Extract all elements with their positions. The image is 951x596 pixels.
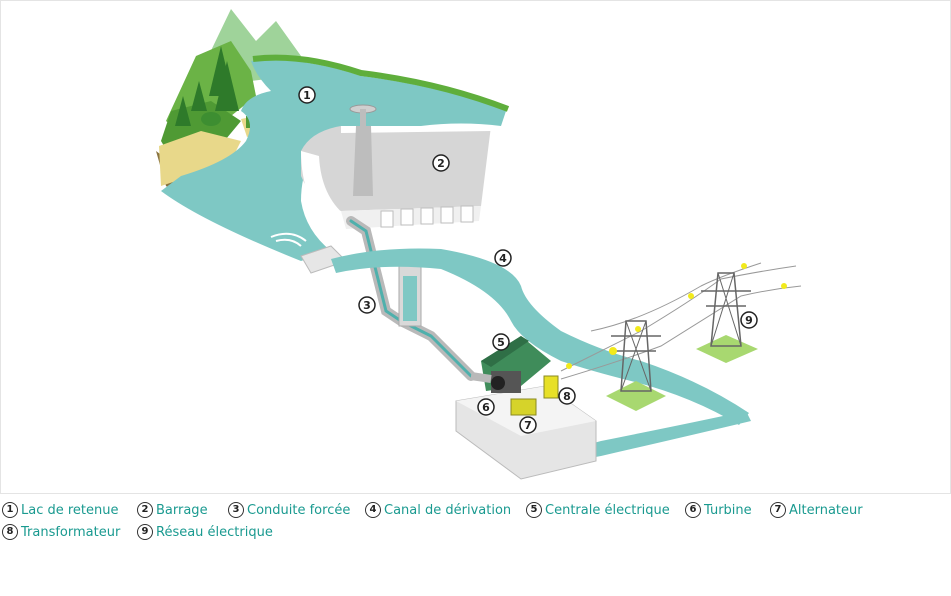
legend-item-centrale: 5 Centrale électrique [526,502,670,518]
legend-label: Barrage [156,502,208,518]
pylon-2 [696,272,758,363]
legend-label: Alternateur [789,502,863,518]
legend-label: Réseau électrique [156,524,273,540]
marker-4: 4 [494,249,512,267]
legend: 1 Lac de retenue 2 Barrage 3 Conduite fo… [2,502,942,546]
marker-2: 2 [432,154,450,172]
dam [301,104,491,229]
legend-row-1: 1 Lac de retenue 2 Barrage 3 Conduite fo… [2,502,942,524]
legend-label: Conduite forcée [247,502,351,518]
legend-item-turbine: 6 Turbine [685,502,752,518]
marker-3: 3 [358,296,376,314]
legend-label: Centrale électrique [545,502,670,518]
legend-item-transformateur: 8 Transformateur [2,524,120,540]
legend-item-barrage: 2 Barrage [137,502,208,518]
svg-text:4: 4 [499,252,507,265]
svg-text:7: 7 [524,419,532,432]
legend-item-reseau: 9 Réseau électrique [137,524,273,540]
legend-item-alternateur: 7 Alternateur [770,502,863,518]
legend-item-canal: 4 Canal de dérivation [365,502,511,518]
legend-number: 6 [685,502,701,518]
svg-text:3: 3 [363,299,371,312]
legend-number: 8 [2,524,18,540]
marker-1: 1 [298,86,316,104]
diversion-canal [331,248,749,425]
legend-number: 9 [137,524,153,540]
svg-text:6: 6 [482,401,490,414]
legend-number: 3 [228,502,244,518]
legend-item-conduite: 3 Conduite forcée [228,502,350,518]
diagram-frame: 1 2 3 4 5 6 7 8 [0,0,951,494]
legend-number: 7 [770,502,786,518]
svg-text:9: 9 [745,314,753,327]
hydro-plant-illustration: 1 2 3 4 5 6 7 8 [156,9,802,480]
legend-number: 4 [365,502,381,518]
marker-9: 9 [740,311,758,329]
legend-number: 2 [137,502,153,518]
svg-text:1: 1 [303,89,311,102]
marker-5: 5 [492,333,510,351]
marker-7: 7 [519,416,537,434]
spillway [270,232,347,274]
svg-text:2: 2 [437,157,445,170]
legend-label: Turbine [704,502,752,518]
pylon-1 [606,320,666,411]
svg-text:8: 8 [563,390,571,403]
marker-6: 6 [477,398,495,416]
surge-tank [398,257,422,327]
legend-number: 1 [2,502,18,518]
legend-label: Lac de retenue [21,502,119,518]
legend-label: Canal de dérivation [384,502,512,518]
marker-8: 8 [558,387,576,405]
legend-number: 5 [526,502,542,518]
power-lines [560,262,802,380]
reservoir-lake [161,60,506,261]
svg-text:5: 5 [497,336,505,349]
legend-item-lac: 1 Lac de retenue [2,502,119,518]
sparks [566,263,787,369]
legend-row-2: 8 Transformateur 9 Réseau électrique [2,524,942,546]
legend-label: Transformateur [21,524,121,540]
